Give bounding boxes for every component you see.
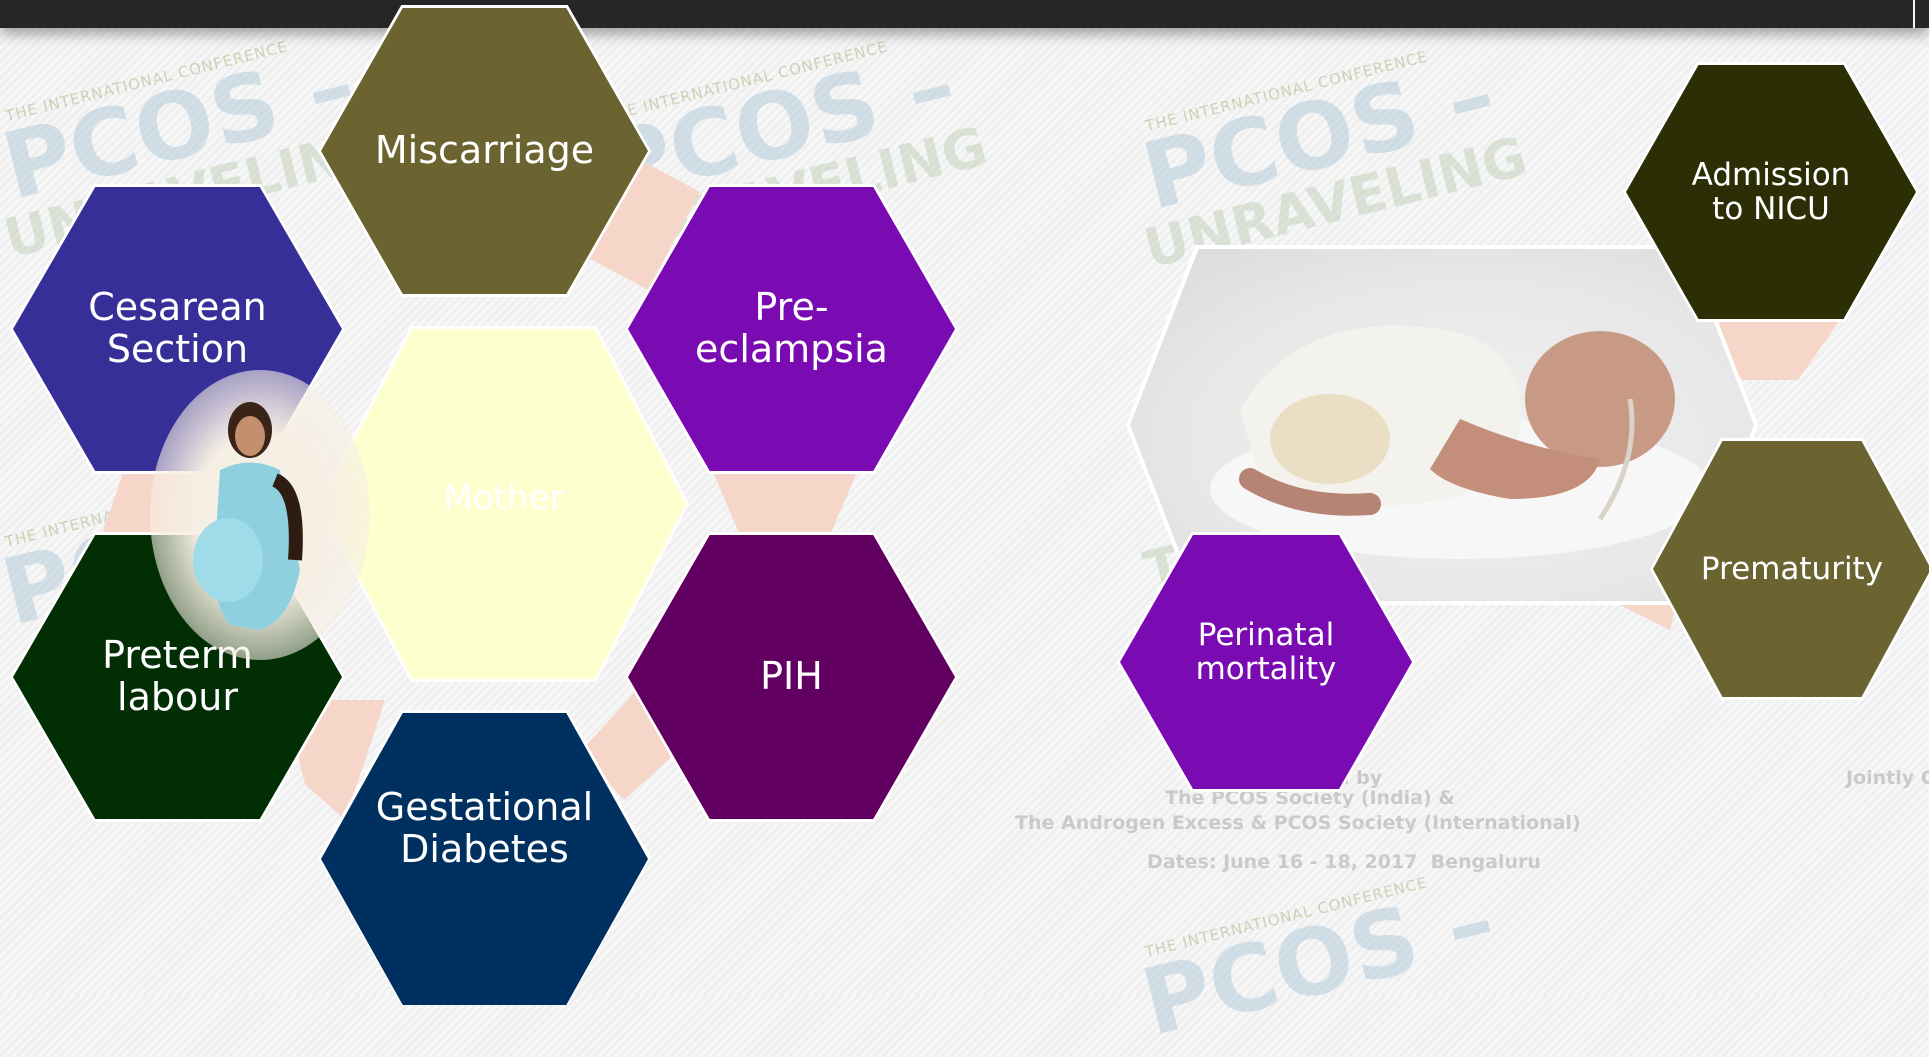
watermark-dates: Dates: June 16 - 18, 2017 Bengaluru — [1147, 851, 1541, 873]
watermark-logo: THE INTERNATIONAL CONFERENCE PCOS – UNRA… — [1133, 40, 1533, 280]
hex-preeclampsia-label: Pre- eclampsia — [695, 285, 888, 371]
hex-admission-to-nicu-label: Admission to NICU — [1691, 156, 1851, 227]
hex-gestational-diabetes-label: Gestational Diabetes — [375, 785, 594, 871]
watermark-logo-line1: PCOS – — [1132, 866, 1505, 1057]
hex-admission-to-nicu: Admission to NICU — [1626, 65, 1916, 319]
hex-miscarriage: Miscarriage — [321, 8, 648, 294]
hex-pih: PIH — [628, 535, 955, 819]
mother-photo — [150, 370, 370, 660]
watermark-dates-text: Dates: June 16 - 18, 2017 — [1147, 851, 1418, 873]
hex-prematurity-label: Prematurity — [1700, 550, 1884, 587]
hex-cesarean-section-label: Cesarean Section — [88, 285, 267, 371]
watermark-society2: The Androgen Excess & PCOS Society (Inte… — [1015, 812, 1581, 834]
top-bar — [0, 0, 1929, 28]
watermark-city: Bengaluru — [1430, 851, 1541, 873]
hex-miscarriage-label: Miscarriage — [374, 128, 595, 173]
hex-mother: Mother — [321, 329, 686, 679]
watermark-conference: THE INTERNATIONAL CONFERENCE — [3, 37, 290, 126]
watermark-conference: THE INTERNATIONAL CONFERENCE — [603, 37, 890, 126]
hex-gestational-diabetes: Gestational Diabetes — [321, 713, 648, 1005]
watermark-conference: THE INTERNATIONAL CONFERENCE — [1143, 47, 1430, 136]
watermark-logo-line1: PCOS – — [1132, 40, 1506, 231]
hex-preterm-labour-label: Preterm labour — [102, 633, 253, 719]
premature-baby-icon — [1210, 325, 1710, 559]
top-bar-edge — [1913, 0, 1929, 28]
watermark-logo: THE INTERNATIONAL CONFERENCE PCOS – — [1132, 866, 1505, 1056]
hex-pih-label: PIH — [760, 654, 823, 699]
connector-shape — [710, 465, 860, 535]
hex-perinatal-mortality-label: Perinatal mortality — [1195, 616, 1337, 687]
hex-mother-label: Mother — [443, 478, 564, 519]
watermark-conference: THE INTERNATIONAL CONFERENCE — [1143, 873, 1430, 961]
pregnant-woman-icon — [193, 402, 303, 630]
watermark-jointly: Jointly O — [1846, 767, 1929, 789]
